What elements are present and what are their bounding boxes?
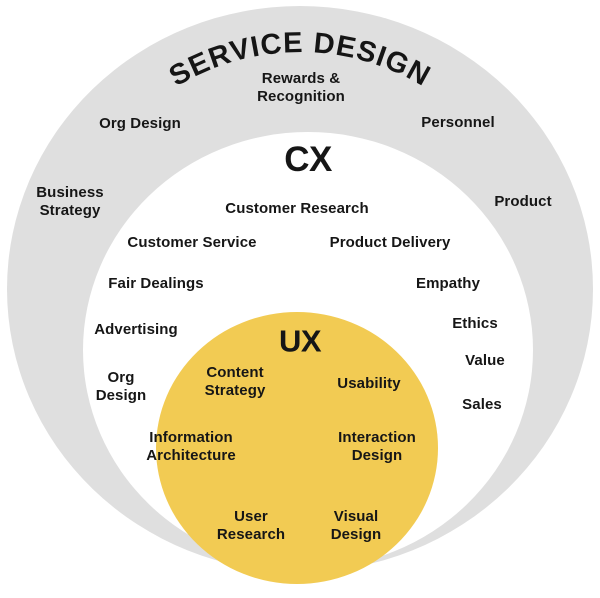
label-org-design-inner: Org Design	[95, 369, 147, 404]
label-usability: Usability	[337, 375, 401, 392]
label-user-research: User Research	[216, 508, 286, 543]
label-customer-research: Customer Research	[225, 200, 369, 217]
label-personnel: Personnel	[421, 114, 495, 131]
label-empathy: Empathy	[415, 275, 481, 292]
label-product: Product	[494, 193, 552, 210]
label-product-delivery: Product Delivery	[329, 234, 451, 251]
label-information-architecture: Information Architecture	[146, 429, 236, 464]
label-value: Value	[465, 352, 505, 369]
label-fair-dealings: Fair Dealings	[108, 275, 204, 292]
label-ethics: Ethics	[452, 315, 498, 332]
label-sales: Sales	[462, 396, 502, 413]
label-content-strategy: Content Strategy	[204, 364, 266, 399]
label-interaction-design: Interaction Design	[338, 429, 416, 464]
label-rewards-recognition: Rewards & Recognition	[257, 70, 345, 105]
label-advertising: Advertising	[94, 321, 178, 338]
label-business-strategy: Business Strategy	[36, 184, 104, 219]
label-org-design-outer: Org Design	[99, 115, 181, 132]
ux-title: UX	[278, 323, 322, 359]
label-customer-service: Customer Service	[127, 234, 257, 251]
cx-title: CX	[284, 140, 332, 179]
label-visual-design: Visual Design	[330, 508, 382, 543]
ux-circle	[156, 312, 438, 584]
